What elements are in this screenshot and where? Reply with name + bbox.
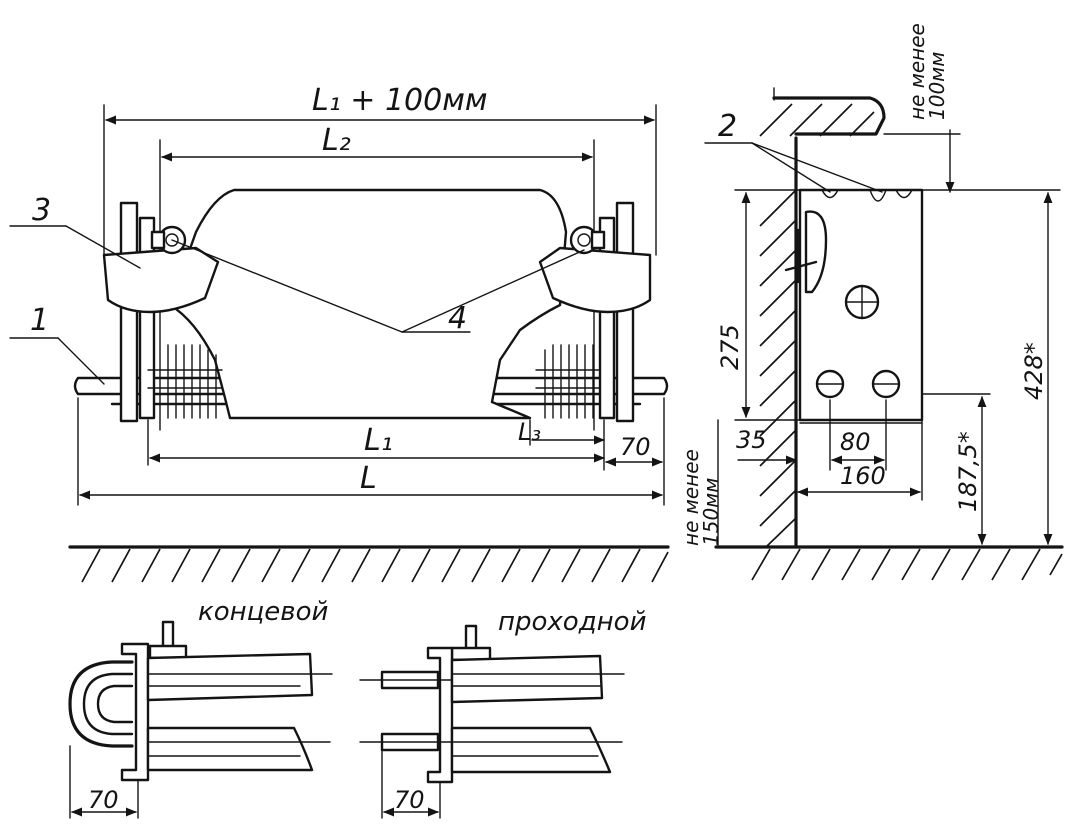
dim-160-label: 160 [840,462,886,490]
caption-pass: проходной [498,607,646,637]
right-bracket [538,225,652,314]
dim-l3: L₃ [518,418,606,446]
callout-1: 1 [9,303,105,385]
dim-70-left-label: 70 [88,786,119,814]
dim-428-label: 428* [1020,342,1048,400]
dim-275-label: 275 [716,324,744,370]
note-top-line1: не менее [905,23,929,120]
side-view: 2 275 428* 187,5* не менее 100мм [679,23,1064,581]
front-view: L₁ + 100мм L₂ L₁ L L₃ 70 [9,83,670,583]
callout-3-label: 3 [32,193,51,228]
dim-l1-label: L₁ [364,423,393,458]
floor-left [68,545,670,583]
dim-l3-label: L₃ [518,418,541,446]
dim-70-main: 70 [603,419,664,471]
note-top-line2: 100мм [925,52,949,120]
floor-right [714,545,1064,581]
callout-1-label: 1 [30,303,49,338]
dim-l1-plus-100: L₁ + 100мм [103,83,657,256]
heater-body [168,188,568,420]
dim-70-right-label: 70 [394,786,425,814]
note-bottom-line2: 150мм [699,478,723,546]
left-fins [147,344,223,419]
dim-l-label: L [360,461,377,496]
callout-2-label: 2 [718,109,737,144]
callout-2: 2 [704,109,883,193]
callout-4-label: 4 [448,301,467,336]
dim-275: 275 [716,189,801,421]
dim-160: 160 [796,419,923,501]
dim-100-note: не менее 100мм [883,23,961,194]
dim-428: 428* [921,189,1061,546]
caption-end: концевой [198,597,328,627]
dim-187-5-label: 187,5* [954,431,982,512]
callout-3: 3 [9,193,141,269]
dim-l1: L₁ [147,419,606,466]
wall [759,136,798,549]
dim-80-label: 80 [840,428,871,456]
dim-150-note: не менее 150мм [679,419,723,548]
callout-4-leaders [171,239,585,333]
dim-35: 35 [736,426,798,465]
dim-l1-plus-100-label: L₁ + 100мм [312,83,487,118]
detail-pass: проходной 70 [359,607,646,819]
dim-80: 80 [829,399,887,471]
dim-187-5: 187,5* [921,393,991,546]
right-fins [535,344,601,419]
detail-end: концевой 70 [68,597,333,819]
dim-35-label: 35 [736,426,767,454]
dim-70-main-label: 70 [620,433,651,461]
dim-l: L [77,397,665,506]
heater-side [784,188,924,424]
dim-l2-label: L₂ [322,123,351,158]
note-bottom-line1: не менее [679,449,703,546]
dim-l2: L₂ [160,123,594,162]
window-sill [759,87,886,137]
